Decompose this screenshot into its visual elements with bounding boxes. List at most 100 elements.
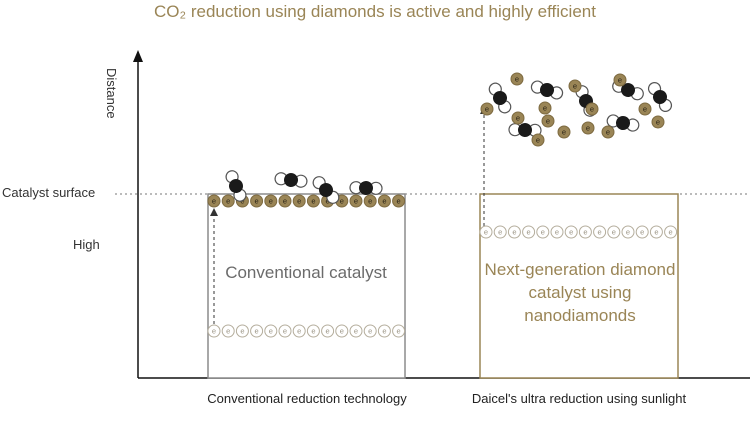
electron: e	[493, 225, 507, 239]
electron: e	[278, 194, 292, 208]
svg-text:e: e	[397, 327, 401, 336]
electron: e	[392, 324, 406, 338]
electron: e	[522, 225, 536, 239]
svg-text:e: e	[606, 128, 610, 137]
electron: e	[578, 225, 592, 239]
svg-text:e: e	[618, 76, 622, 85]
svg-text:e: e	[536, 136, 540, 145]
co2-molecule	[606, 114, 640, 132]
svg-text:e: e	[240, 327, 244, 336]
svg-text:e: e	[269, 197, 273, 206]
electron: e	[601, 125, 615, 139]
diamond-catalyst-box	[479, 193, 679, 379]
svg-text:e: e	[612, 228, 616, 237]
catalyst-surface-label: Catalyst surface	[2, 185, 96, 200]
svg-text:e: e	[311, 327, 315, 336]
svg-text:e: e	[212, 327, 216, 336]
svg-text:e: e	[569, 228, 573, 237]
electron: e	[292, 324, 306, 338]
svg-text:e: e	[340, 327, 344, 336]
diamond-catalyst-label: Next-generation diamond catalyst using n…	[484, 260, 676, 325]
electron: e	[250, 324, 264, 338]
svg-text:e: e	[297, 327, 301, 336]
electron: e	[581, 121, 595, 135]
svg-text:e: e	[512, 228, 516, 237]
electron: e	[207, 324, 221, 338]
electron: e	[221, 324, 235, 338]
electron: e	[568, 79, 582, 93]
electron: e	[349, 194, 363, 208]
electron: e	[377, 324, 391, 338]
svg-text:e: e	[297, 197, 301, 206]
svg-text:e: e	[283, 327, 287, 336]
conventional-technology-x-label: Conventional reduction technology	[207, 391, 407, 406]
svg-text:e: e	[498, 228, 502, 237]
svg-text:e: e	[573, 82, 577, 91]
svg-text:e: e	[555, 228, 559, 237]
conventional-co2-molecules	[225, 170, 383, 204]
svg-text:e: e	[255, 327, 259, 336]
svg-text:e: e	[212, 197, 216, 206]
svg-text:e: e	[515, 75, 519, 84]
svg-text:e: e	[669, 228, 673, 237]
svg-text:e: e	[255, 197, 259, 206]
svg-text:e: e	[590, 105, 594, 114]
electron: e	[363, 324, 377, 338]
electron: e	[621, 225, 635, 239]
electron: e	[510, 72, 524, 86]
svg-text:e: e	[484, 228, 488, 237]
svg-text:e: e	[382, 197, 386, 206]
svg-text:e: e	[586, 124, 590, 133]
svg-text:e: e	[326, 327, 330, 336]
svg-text:e: e	[516, 114, 520, 123]
electron: e	[479, 225, 493, 239]
svg-text:e: e	[546, 117, 550, 126]
svg-text:e: e	[283, 197, 287, 206]
electron: e	[335, 324, 349, 338]
svg-text:e: e	[543, 104, 547, 113]
svg-text:e: e	[562, 128, 566, 137]
y-axis-arrowhead	[133, 50, 143, 62]
svg-text:e: e	[226, 197, 230, 206]
electron: e	[531, 133, 545, 147]
co2-molecule	[647, 82, 673, 112]
electron: e	[306, 194, 320, 208]
electron: e	[664, 225, 678, 239]
co2-molecule	[508, 123, 542, 137]
svg-text:e: e	[485, 105, 489, 114]
co2-molecule	[274, 172, 308, 188]
y-axis-label: Distance	[104, 68, 119, 119]
svg-text:e: e	[656, 118, 660, 127]
electron: e	[564, 225, 578, 239]
electron: e	[635, 225, 649, 239]
electron: e	[613, 73, 627, 87]
electron: e	[585, 102, 599, 116]
electron: e	[507, 225, 521, 239]
svg-text:e: e	[269, 327, 273, 336]
co2-molecule	[488, 82, 512, 114]
svg-text:e: e	[598, 228, 602, 237]
svg-text:e: e	[226, 327, 230, 336]
electron: e	[207, 194, 221, 208]
svg-text:e: e	[643, 105, 647, 114]
electron: e	[250, 194, 264, 208]
electron: e	[480, 102, 494, 116]
conventional-catalyst-box	[207, 193, 406, 379]
electron: e	[511, 111, 525, 125]
high-label: High	[73, 237, 100, 252]
svg-text:e: e	[340, 197, 344, 206]
electron: e	[538, 101, 552, 115]
electron: e	[536, 225, 550, 239]
svg-text:e: e	[640, 228, 644, 237]
co2-molecule	[530, 80, 564, 100]
electron: e	[541, 114, 555, 128]
svg-text:e: e	[541, 228, 545, 237]
svg-text:e: e	[354, 197, 358, 206]
electron: e	[321, 324, 335, 338]
svg-text:e: e	[583, 228, 587, 237]
electron: e	[278, 324, 292, 338]
electron: e	[392, 194, 406, 208]
svg-text:e: e	[368, 327, 372, 336]
svg-text:e: e	[654, 228, 658, 237]
